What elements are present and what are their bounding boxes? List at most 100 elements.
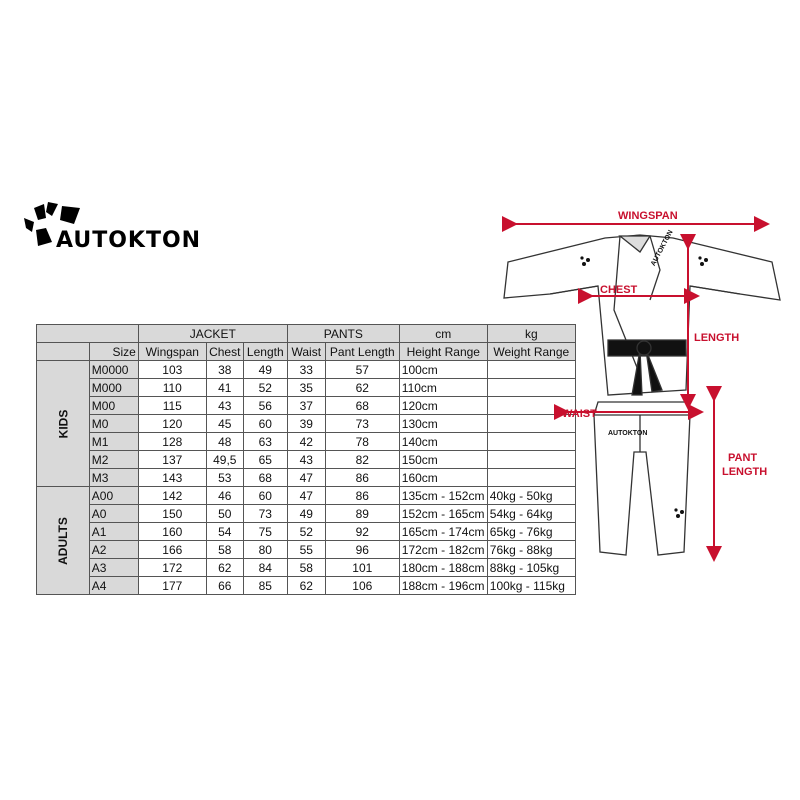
cell-pant-length: 86 (324, 486, 400, 505)
section-label-kids: KIDS (36, 360, 90, 487)
pants-brand-print: AUTOKTON (608, 430, 648, 437)
gi-illustration (502, 216, 781, 562)
section-label-text: KIDS (55, 409, 70, 438)
cell-chest: 48 (205, 432, 244, 451)
section-label-adults: ADULTS (36, 486, 90, 595)
cell-chest: 53 (205, 468, 244, 487)
jacket-group-header: JACKET (137, 324, 288, 343)
cell-size: A3 (88, 558, 139, 577)
cell-wingspan: 115 (137, 396, 207, 415)
cell-length: 73 (242, 504, 288, 523)
cell-size: M0 (88, 414, 139, 433)
cell-waist: 55 (286, 540, 326, 559)
cell-chest: 43 (205, 396, 244, 415)
col-header-waist: Waist (286, 342, 326, 361)
cell-height-range: 188cm - 196cm (398, 576, 488, 595)
cell-chest: 38 (205, 360, 244, 379)
cell-pant-length: 101 (324, 558, 400, 577)
cell-wingspan: 177 (137, 576, 207, 595)
cell-pant-length: 106 (324, 576, 400, 595)
cell-height-range: 110cm (398, 378, 488, 397)
brand-name: AUTOKTON (56, 228, 202, 253)
cell-chest: 46 (205, 486, 244, 505)
cell-chest: 45 (205, 414, 244, 433)
cell-chest: 62 (205, 558, 244, 577)
cell-chest: 41 (205, 378, 244, 397)
pant-length-label-line1: PANT (728, 452, 758, 464)
cell-length: 60 (242, 414, 288, 433)
cell-waist: 43 (286, 450, 326, 469)
cell-waist: 39 (286, 414, 326, 433)
col-header-chest: Chest (205, 342, 244, 361)
cell-wingspan: 142 (137, 486, 207, 505)
cell-pant-length: 57 (324, 360, 400, 379)
cell-wingspan: 110 (137, 378, 207, 397)
cell-weight-range: 88kg - 105kg (486, 558, 576, 577)
header-blank-cell (36, 324, 139, 343)
cell-height-range: 150cm (398, 450, 488, 469)
brand-logo: AUTOKTON (22, 200, 222, 260)
cell-height-range: 100cm (398, 360, 488, 379)
cell-size: M0000 (88, 360, 139, 379)
cell-length: 65 (242, 450, 288, 469)
cell-wingspan: 166 (137, 540, 207, 559)
wingspan-label: WINGSPAN (618, 210, 678, 222)
cell-size: M00 (88, 396, 139, 415)
col-header-height-range: Height Range (398, 342, 488, 361)
gi-logo-marks (580, 256, 708, 518)
cell-waist: 49 (286, 504, 326, 523)
cell-pant-length: 78 (324, 432, 400, 451)
cell-chest: 54 (205, 522, 244, 541)
column-header-row: Size Wingspan Chest Length Waist Pant Le… (36, 342, 576, 361)
cell-waist: 35 (286, 378, 326, 397)
cell-size: A4 (88, 576, 139, 595)
cell-length: 85 (242, 576, 288, 595)
cell-height-range: 165cm - 174cm (398, 522, 488, 541)
cell-wingspan: 137 (137, 450, 207, 469)
cell-wingspan: 160 (137, 522, 207, 541)
cell-wingspan: 143 (137, 468, 207, 487)
col-header-pant-length: Pant Length (324, 342, 400, 361)
cell-waist: 42 (286, 432, 326, 451)
col-header-length: Length (242, 342, 288, 361)
cell-height-range: 135cm - 152cm (398, 486, 488, 505)
cell-height-range: 172cm - 182cm (398, 540, 488, 559)
cell-weight-range: 100kg - 115kg (486, 576, 576, 595)
cell-wingspan: 150 (137, 504, 207, 523)
cell-size: A2 (88, 540, 139, 559)
cell-waist: 33 (286, 360, 326, 379)
cell-length: 63 (242, 432, 288, 451)
cell-waist: 37 (286, 396, 326, 415)
cell-length: 68 (242, 468, 288, 487)
pants-group-header: PANTS (286, 324, 400, 343)
cell-pant-length: 62 (324, 378, 400, 397)
chest-label: CHEST (600, 284, 638, 296)
cell-waist: 58 (286, 558, 326, 577)
cell-pant-length: 92 (324, 522, 400, 541)
cell-length: 80 (242, 540, 288, 559)
cell-size: M2 (88, 450, 139, 469)
cell-height-range: 120cm (398, 396, 488, 415)
cell-waist: 47 (286, 486, 326, 505)
length-label: LENGTH (694, 332, 740, 344)
cell-size: A0 (88, 504, 139, 523)
cell-chest: 58 (205, 540, 244, 559)
cell-size: A00 (88, 486, 139, 505)
pants-outline (593, 401, 691, 556)
cell-length: 52 (242, 378, 288, 397)
cell-length: 56 (242, 396, 288, 415)
cell-height-range: 160cm (398, 468, 488, 487)
cell-wingspan: 120 (137, 414, 207, 433)
cell-chest: 50 (205, 504, 244, 523)
cell-length: 60 (242, 486, 288, 505)
